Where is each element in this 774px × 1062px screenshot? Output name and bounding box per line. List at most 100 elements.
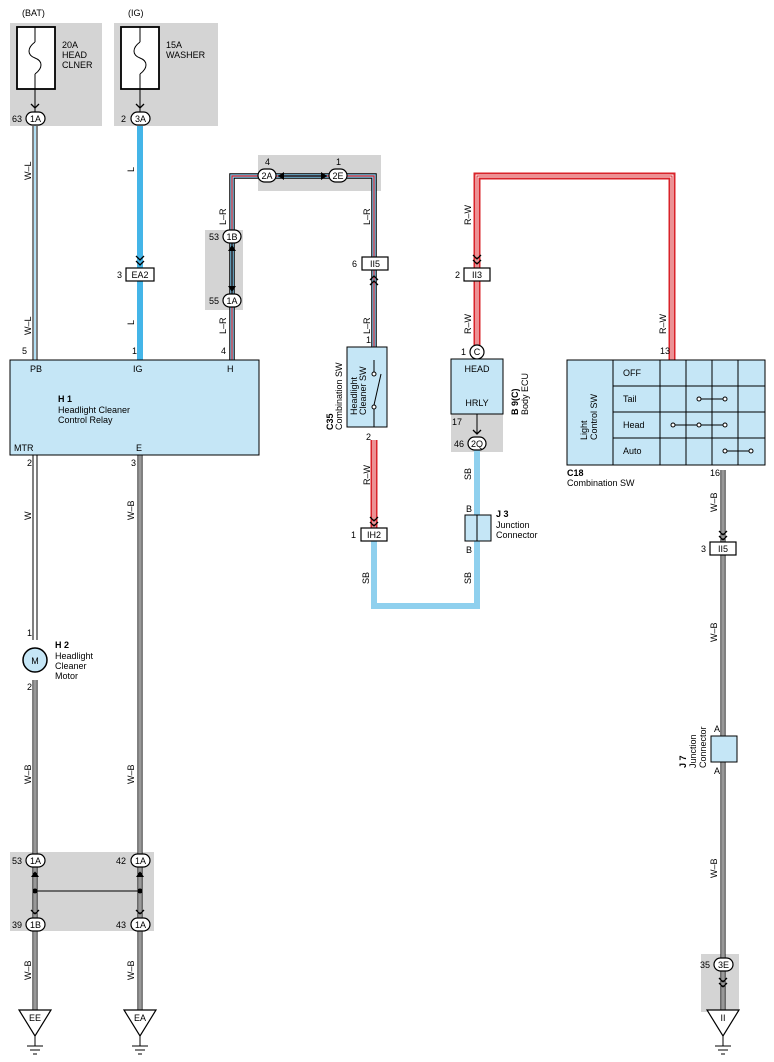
svg-text:L–R: L–R	[218, 208, 228, 225]
svg-text:IH2: IH2	[367, 530, 381, 540]
svg-text:II: II	[720, 1013, 725, 1023]
svg-text:OFF: OFF	[623, 368, 641, 378]
svg-text:EA2: EA2	[131, 270, 148, 280]
connector-3a: 3A 2	[121, 111, 151, 126]
svg-text:W–B: W–B	[126, 500, 136, 520]
c18-light-control-switch: 13 OFF Tail Head Auto Light Control SW C…	[566, 346, 766, 488]
svg-text:Cleaner SW: Cleaner SW	[358, 366, 368, 415]
svg-text:A: A	[714, 766, 720, 776]
svg-text:3: 3	[117, 270, 122, 280]
h2-cleaner-motor: 1 M 2 H 2 Headlight Cleaner Motor	[22, 628, 94, 692]
svg-text:1A: 1A	[30, 114, 41, 124]
svg-text:E: E	[136, 443, 142, 453]
svg-text:C18: C18	[567, 468, 584, 478]
svg-text:1A: 1A	[226, 296, 237, 306]
ground-crosslink	[32, 888, 143, 894]
svg-text:Light: Light	[579, 420, 589, 440]
svg-text:55: 55	[209, 296, 219, 306]
ground-ea: EA	[122, 1009, 158, 1055]
svg-text:B 9(C): B 9(C)	[510, 388, 520, 415]
svg-text:Combination SW: Combination SW	[567, 478, 635, 488]
svg-text:2E: 2E	[332, 171, 343, 181]
svg-text:Connector: Connector	[698, 726, 708, 768]
connector-ii5-right: II5 3	[701, 530, 737, 556]
svg-text:PB: PB	[30, 364, 42, 374]
fuse-head-clner: (BAT) 20A HEAD CLNER	[16, 8, 93, 90]
svg-text:(IG): (IG)	[128, 8, 144, 18]
svg-text:2: 2	[27, 682, 32, 692]
svg-text:MTR: MTR	[14, 443, 34, 453]
svg-text:L: L	[126, 320, 136, 325]
svg-text:1: 1	[366, 335, 371, 345]
svg-text:42: 42	[116, 856, 126, 866]
svg-text:HEAD: HEAD	[62, 50, 88, 60]
svg-text:53: 53	[209, 232, 219, 242]
svg-text:1: 1	[336, 157, 341, 167]
svg-text:1: 1	[351, 530, 356, 540]
svg-text:W–L: W–L	[23, 316, 33, 335]
wire-r-w	[473, 172, 676, 360]
svg-text:63: 63	[12, 114, 22, 124]
junction-1b-1a: 1B 53 1A 55	[209, 229, 242, 308]
svg-text:Control SW: Control SW	[589, 393, 599, 440]
svg-text:R–W: R–W	[463, 204, 473, 225]
svg-text:17: 17	[452, 417, 462, 427]
svg-text:Combination SW: Combination SW	[334, 362, 344, 430]
svg-text:HRLY: HRLY	[465, 398, 488, 408]
svg-text:R–W: R–W	[362, 464, 372, 485]
svg-text:Body ECU: Body ECU	[520, 373, 530, 415]
svg-text:H 1: H 1	[58, 394, 72, 404]
svg-text:EA: EA	[134, 1013, 146, 1023]
wire-labels: W–L W–L L L L–R L–R L–R L–R R–W R–W R–W …	[23, 161, 719, 980]
svg-text:Auto: Auto	[623, 446, 642, 456]
connector-ii5: II5 6	[352, 256, 389, 286]
svg-text:15A: 15A	[166, 40, 182, 50]
svg-text:W–B: W–B	[23, 960, 33, 980]
svg-text:3E: 3E	[718, 960, 729, 970]
c35-headlight-cleaner-switch: 1 2 Headlight Cleaner SW C35 Combination…	[325, 335, 388, 442]
connector-ih2: IH2 1	[351, 516, 388, 542]
svg-text:Tail: Tail	[623, 394, 637, 404]
svg-text:L–R: L–R	[218, 317, 228, 334]
svg-text:Motor: Motor	[55, 671, 78, 681]
svg-text:IG: IG	[133, 364, 143, 374]
svg-text:1: 1	[27, 628, 32, 638]
svg-text:1: 1	[461, 347, 466, 357]
svg-text:6: 6	[352, 259, 357, 269]
svg-text:4: 4	[265, 157, 270, 167]
b9-body-ecu: C 1 HEAD HRLY B 9(C) Body ECU 17 2Q 46	[450, 344, 530, 451]
svg-text:J 3: J 3	[496, 509, 509, 519]
svg-text:L–R: L–R	[362, 317, 372, 334]
svg-text:L–R: L–R	[362, 208, 372, 225]
svg-text:3: 3	[701, 544, 706, 554]
svg-text:W–B: W–B	[126, 960, 136, 980]
svg-text:J 7: J 7	[678, 755, 688, 768]
connector-1a-top: 1A 63	[12, 111, 46, 126]
svg-text:W–B: W–B	[126, 764, 136, 784]
svg-text:W–B: W–B	[709, 622, 719, 642]
j3-junction-connector: B B J 3 Junction Connector	[464, 504, 538, 555]
svg-text:W–B: W–B	[23, 764, 33, 784]
fuse-washer: (IG) 15A WASHER	[120, 8, 206, 90]
svg-text:A: A	[714, 724, 720, 734]
svg-text:W–B: W–B	[709, 858, 719, 878]
svg-text:Control Relay: Control Relay	[58, 415, 113, 425]
svg-text:H 2: H 2	[55, 640, 69, 650]
svg-text:C: C	[474, 347, 481, 357]
svg-text:CLNER: CLNER	[62, 60, 93, 70]
svg-text:20A: 20A	[62, 40, 78, 50]
svg-text:II3: II3	[472, 270, 482, 280]
svg-text:3: 3	[131, 458, 136, 468]
svg-text:C35: C35	[325, 413, 335, 430]
svg-text:1: 1	[132, 346, 137, 356]
svg-text:2Q: 2Q	[471, 439, 483, 449]
svg-text:W: W	[23, 511, 33, 520]
svg-text:35: 35	[700, 960, 710, 970]
svg-text:Headlight: Headlight	[55, 651, 94, 661]
svg-text:16: 16	[710, 468, 720, 478]
svg-text:II5: II5	[370, 259, 380, 269]
ground-ii: II	[705, 1009, 741, 1055]
svg-text:SB: SB	[463, 468, 473, 480]
svg-text:2: 2	[455, 270, 460, 280]
svg-text:2: 2	[366, 432, 371, 442]
